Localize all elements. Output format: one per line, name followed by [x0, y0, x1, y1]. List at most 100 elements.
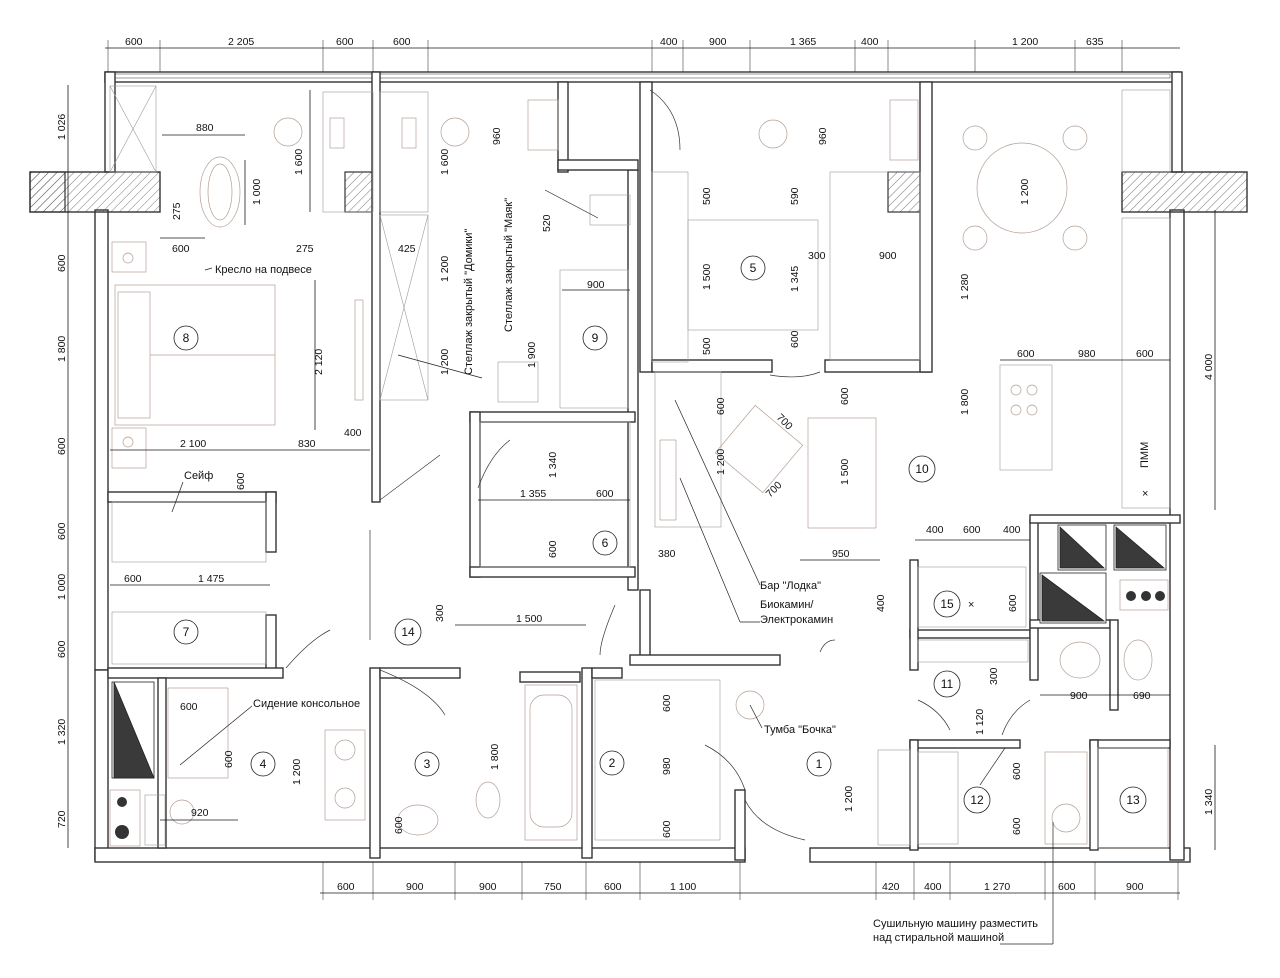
- label-barrel-cabinet: Тумба "Бочка": [764, 724, 836, 736]
- dim-600j: 600: [963, 524, 981, 536]
- dim-600e: 600: [715, 397, 727, 415]
- dim-bottom-3: 900: [479, 881, 497, 893]
- dim-bottom-9: 1 270: [984, 881, 1010, 893]
- dim-500a: 500: [701, 187, 713, 205]
- dim-left-6: 1 000: [56, 574, 68, 600]
- room-10: 10: [915, 462, 929, 476]
- label-rack-lighthouse: Стеллаж закрытый "Маяк": [503, 198, 515, 332]
- dim-2120: 2 120: [313, 349, 325, 375]
- room-8: 8: [183, 331, 190, 345]
- dim-bottom-10: 600: [1058, 881, 1076, 893]
- dim-600r: 600: [661, 820, 673, 838]
- dim-520: 520: [541, 214, 553, 232]
- label-biofireplace: Биокамин/: [760, 599, 814, 611]
- dim-400d: 400: [875, 594, 887, 612]
- dim-900c: 900: [1070, 690, 1088, 702]
- dim-top-1: 600: [125, 36, 143, 48]
- dim-400c: 400: [1003, 524, 1021, 536]
- dim-275a: 275: [171, 202, 183, 220]
- dim-right-1: 4 000: [1203, 354, 1215, 380]
- room-15: 15: [940, 597, 954, 611]
- dim-300a: 300: [808, 250, 826, 262]
- doors: [285, 89, 1031, 841]
- dim-left-1: 1 026: [56, 114, 68, 140]
- room-11: 11: [941, 677, 954, 691]
- dimensions-top: 600 2 205 600 600 400 900 1 365 400 1 20…: [105, 36, 1180, 72]
- dim-2100: 2 100: [180, 438, 206, 450]
- dim-600d: 600: [1136, 348, 1154, 360]
- dim-425: 425: [398, 243, 416, 255]
- dim-top-5: 400: [660, 36, 678, 48]
- dim-right-2: 1 340: [1203, 789, 1215, 815]
- dim-1900: 1 900: [526, 342, 538, 368]
- dim-980a: 980: [1078, 348, 1096, 360]
- dim-bottom-7: 420: [882, 881, 900, 893]
- service-shafts: [111, 524, 1167, 779]
- dim-1500a: 1 500: [701, 264, 713, 290]
- label-safe: Сейф: [184, 470, 213, 482]
- dim-960a: 960: [491, 127, 503, 145]
- dim-1500b: 1 500: [839, 459, 851, 485]
- label-electrofireplace: Электрокамин: [760, 614, 833, 626]
- room-6: 6: [602, 536, 609, 550]
- label-rack-houses: Стеллаж закрытый "Домики": [463, 229, 475, 375]
- dim-920: 920: [191, 807, 209, 819]
- dim-left-4: 600: [56, 437, 68, 455]
- dim-600l: 600: [1011, 762, 1023, 780]
- dim-bottom-1: 600: [337, 881, 355, 893]
- dim-top-9: 1 200: [1012, 36, 1038, 48]
- dim-400a: 400: [344, 427, 362, 439]
- dim-1800b: 1 800: [489, 744, 501, 770]
- room-1: 1: [816, 757, 823, 771]
- room-markers: 1 2 3 4 5 6 7 8 9 10 11 12 13 14 15: [173, 255, 1147, 814]
- dimensions-left: 1 026 600 1 800 600 600 1 000 600 1 320 …: [56, 85, 69, 848]
- dim-1475: 1 475: [198, 573, 224, 585]
- room-3: 3: [424, 757, 431, 771]
- interior-walls: [107, 71, 1181, 861]
- dim-left-3: 1 800: [56, 336, 68, 362]
- dim-600f: 600: [839, 387, 851, 405]
- dim-bottom-2: 900: [406, 881, 424, 893]
- dim-600g: 600: [596, 488, 614, 500]
- room-2: 2: [609, 756, 616, 770]
- dim-left-5: 600: [56, 522, 68, 540]
- room-13: 13: [1126, 793, 1140, 807]
- dim-bottom-6: 1 100: [670, 881, 696, 893]
- dim-400b: 400: [926, 524, 944, 536]
- dim-1000: 1 000: [251, 179, 263, 205]
- dim-top-7: 1 365: [790, 36, 816, 48]
- room-14: 14: [401, 625, 415, 639]
- dim-1200b: 1 200: [439, 349, 451, 375]
- dim-1500c: 1 500: [516, 613, 542, 625]
- dim-500b: 500: [701, 337, 713, 355]
- dim-900b: 900: [879, 250, 897, 262]
- label-bar-boat: Бар "Лодка": [760, 580, 821, 592]
- label-cross-kitchen: ×: [1142, 488, 1148, 500]
- dim-600p: 600: [393, 816, 405, 834]
- dim-1120: 1 120: [974, 709, 986, 735]
- dim-1200f: 1 200: [291, 759, 303, 785]
- dim-bottom-4: 750: [544, 881, 562, 893]
- columns: [29, 171, 929, 213]
- room-5: 5: [750, 261, 757, 275]
- dim-bottom-8: 400: [924, 881, 942, 893]
- dim-880: 880: [196, 122, 214, 134]
- dim-300b: 300: [434, 604, 446, 622]
- dim-top-8: 400: [861, 36, 879, 48]
- room-4: 4: [260, 757, 267, 771]
- dim-top-6: 900: [709, 36, 727, 48]
- dim-600o: 600: [223, 750, 235, 768]
- dim-600c: 600: [1017, 348, 1035, 360]
- dim-690: 690: [1133, 690, 1151, 702]
- dim-1200a: 1 200: [439, 256, 451, 282]
- dim-275b: 275: [296, 243, 314, 255]
- dim-left-7: 600: [56, 640, 68, 658]
- label-dishwasher: ПММ: [1139, 442, 1151, 468]
- dim-600q: 600: [661, 694, 673, 712]
- dim-300c: 300: [988, 667, 1000, 685]
- furniture: [109, 85, 1171, 849]
- dim-900a: 900: [587, 279, 605, 291]
- dim-1355: 1 355: [520, 488, 546, 500]
- dim-600i: 600: [124, 573, 142, 585]
